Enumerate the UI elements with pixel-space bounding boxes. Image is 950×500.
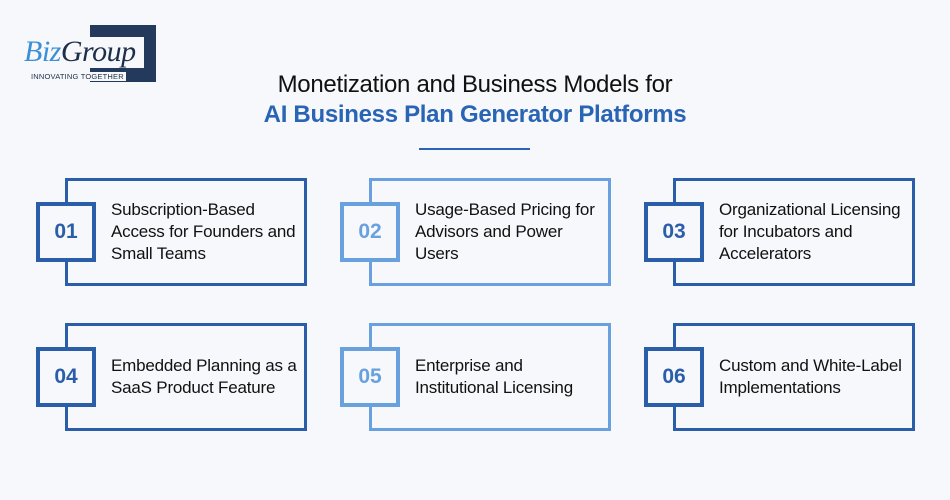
card-number-badge: 01 [36,202,96,262]
card-number-badge: 04 [36,347,96,407]
logo-wordmark: BizGroup [24,36,136,68]
logo-tagline: INNOVATING TOGETHER [31,72,126,81]
model-card-03: 03 Organizational Licensing for Incubato… [644,178,948,288]
page-title: Monetization and Business Models for AI … [0,70,950,130]
model-card-01: 01 Subscription-Based Access for Founder… [36,178,340,288]
model-card-02: 02 Usage-Based Pricing for Advisors and … [340,178,644,288]
logo-frame-cutout [90,37,144,68]
card-label: Organizational Licensing for Incubators … [719,200,901,263]
card-number-badge: 06 [644,347,704,407]
card-label: Custom and White-Label Implementations [719,356,902,397]
card-number-badge: 05 [340,347,400,407]
card-label: Usage-Based Pricing for Advisors and Pow… [415,200,595,263]
logo-word-biz: Biz [24,35,61,68]
card-label: Subscription-Based Access for Founders a… [111,200,296,263]
card-label: Enterprise and Institutional Licensing [415,356,573,397]
logo-word-group: Group [60,35,136,68]
model-card-04: 04 Embedded Planning as a SaaS Product F… [36,323,340,433]
model-card-05: 05 Enterprise and Institutional Licensin… [340,323,644,433]
title-line-1: Monetization and Business Models for [277,71,673,98]
title-line-2: AI Business Plan Generator Platforms [263,101,687,128]
card-label: Embedded Planning as a SaaS Product Feat… [111,356,297,397]
card-number-badge: 02 [340,202,400,262]
title-divider [419,148,530,150]
bizgroup-logo: BizGroup INNOVATING TOGETHER [0,0,200,100]
model-card-06: 06 Custom and White-Label Implementation… [644,323,948,433]
card-number-badge: 03 [644,202,704,262]
